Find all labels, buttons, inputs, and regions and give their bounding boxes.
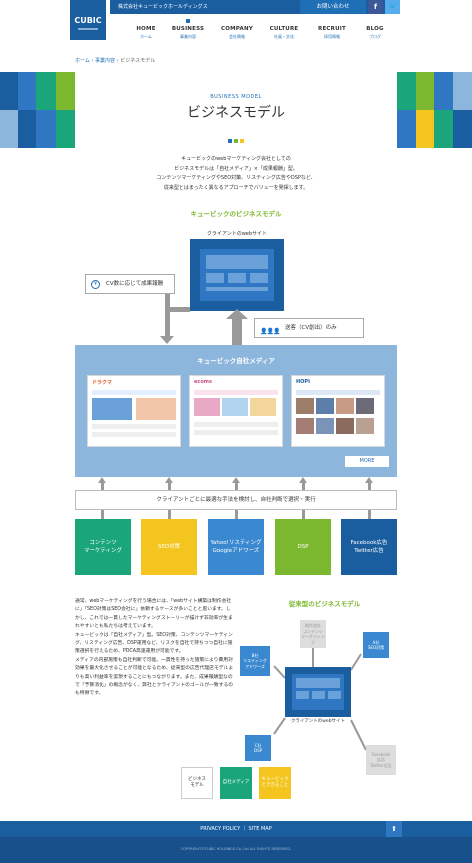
footer-copyright: COPYRIGHT©CUBIC HOLDINGS Co.,Ltd ALL RIG… <box>0 837 472 863</box>
client-site-label-2: クライアントのwebサイト <box>290 719 346 724</box>
nav-recruit[interactable]: RECRUIT 採用情報 <box>307 26 357 40</box>
nav-business-sub: 事業内容 <box>180 34 196 39</box>
page-title-box: BUSINESS MODEL ビジネスモデル <box>75 72 397 148</box>
tile-business-model[interactable]: ビジネスモデル <box>181 767 213 799</box>
title-dots <box>228 128 246 147</box>
leads-callout: 👤👤👤 送客（CV創出）のみ <box>254 318 364 338</box>
body-text: 通常、webマーケティングを行う場合には、「webサイト構築は制作会社に」「SE… <box>75 598 235 699</box>
node-listing-company: B社リスティングアドワーズ <box>240 646 270 676</box>
media-screenshot-3[interactable]: HOPI <box>291 375 385 447</box>
back-to-top-icon[interactable]: ⬆ <box>386 821 402 837</box>
breadcrumb-business[interactable]: 事業内容 <box>95 58 116 64</box>
body-paragraph: メディアの内部施策も自社判断で可能。一貫性を持った施策により費用対効果を最大化さ… <box>75 657 234 697</box>
nav-blog[interactable]: BLOG ブログ <box>350 26 400 40</box>
contact-button[interactable]: お問い合わせ <box>300 0 366 14</box>
section-heading-traditional: 従来型のビジネスモデル <box>288 600 361 608</box>
yen-icon: ¥ <box>91 280 100 289</box>
tile-own-media[interactable]: 自社メディア <box>220 767 252 799</box>
logo-text: CUBIC <box>74 16 102 25</box>
channel-content-marketing: コンテンツマーケティング <box>75 519 131 575</box>
media-screenshot-1[interactable]: ドラクマ <box>87 375 181 447</box>
traditional-connectors <box>273 632 367 751</box>
facebook-icon[interactable]: f <box>368 0 383 14</box>
own-media-panel: キュービック自社メディア ドラクマ ecoms HOPI MORE <box>75 345 397 477</box>
cv-reward-callout: ¥ CV数に応じて成果報酬 <box>85 274 175 294</box>
body-paragraph: 通常、webマーケティングを行う場合には、「webサイト構築は制作会社に」「SE… <box>75 599 233 630</box>
footer-links: PRIVACY POLICY ｜ SITE MAP <box>0 821 472 837</box>
leads-note: 送客（CV創出）のみ <box>285 325 337 331</box>
cv-note: CV数に応じて成果報酬 <box>106 281 164 287</box>
breadcrumb-home[interactable]: ホーム <box>75 58 90 64</box>
media-name: ドラクマ <box>92 380 113 386</box>
breadcrumb-sep: › <box>91 58 94 64</box>
nav-home[interactable]: HOME ホーム <box>121 26 171 40</box>
logo[interactable]: CUBIC <box>70 0 106 40</box>
nav-culture[interactable]: CULTURE 社風・文化 <box>259 26 309 40</box>
twitter-icon[interactable]: 🐦 <box>385 0 400 14</box>
node-production-company: 制作会社コンテンツマーケティング <box>300 620 326 648</box>
copyright-text: COPYRIGHT©CUBIC HOLDINGS Co.,Ltd ALL RIG… <box>180 847 292 851</box>
nav-recruit-label: RECRUIT <box>318 26 346 32</box>
intro-line: 従来型とはまったく異なるアプローチでバリューを発揮します。 <box>163 184 309 191</box>
channel-dsp: DSP <box>275 519 331 575</box>
nav-business[interactable]: BUSINESS 事業内容 <box>163 19 213 40</box>
company-name: 株式会社キュービックホールディングス <box>118 4 208 10</box>
body-paragraph: キュービックは「自社メディア」型。SEO対策、コンテンツマーケティング、リスティ… <box>75 632 233 655</box>
nav-home-sub: ホーム <box>140 34 152 39</box>
selection-bar: クライアントごとに最適な手法を検討し、自社判断で選択・実行 <box>75 490 397 510</box>
media-title: キュービック自社メディア <box>197 357 275 365</box>
more-button[interactable]: MORE <box>345 456 389 467</box>
media-name: ecoms <box>194 379 212 385</box>
page-title: ビジネスモデル <box>187 105 285 121</box>
nav-recruit-sub: 採用情報 <box>324 34 340 39</box>
active-indicator <box>186 19 190 23</box>
logo-divider <box>78 28 98 30</box>
nav-company-sub: 会社情報 <box>229 34 245 39</box>
nav-blog-label: BLOG <box>366 26 384 32</box>
nav-culture-sub: 社風・文化 <box>274 34 294 39</box>
nav-home-label: HOME <box>136 26 156 32</box>
nav-company-label: COMPANY <box>221 26 253 32</box>
page-title-en: BUSINESS MODEL <box>210 94 262 100</box>
section-heading: キュービックのビジネスモデル <box>190 210 282 218</box>
nav-culture-label: CULTURE <box>269 26 299 32</box>
media-name: HOPI <box>296 379 310 385</box>
breadcrumb: ホーム › 事業内容 › ビジネスモデル <box>75 57 155 64</box>
channel-seo: SEO対策 <box>141 519 197 575</box>
nav-company[interactable]: COMPANY 会社情報 <box>212 26 262 40</box>
nav-business-label: BUSINESS <box>171 26 205 32</box>
breadcrumb-sep: › <box>116 58 119 64</box>
intro-text: キュービックのwebマーケティング会社としての ビジネスモデルは「自社メディア」… <box>100 155 372 193</box>
client-site-label: クライアントのwebサイト <box>206 231 268 237</box>
media-screenshot-2[interactable]: ecoms <box>189 375 283 447</box>
people-icon: 👤👤👤 <box>260 328 280 335</box>
nav-blog-sub: ブログ <box>369 34 381 39</box>
site-header: 株式会社キュービックホールディングス お問い合わせ f 🐦 CUBIC HOME… <box>0 0 472 50</box>
intro-line: コンテンツマーケティングやSEO対策、リスティング広告やDSPなど、 <box>156 175 316 181</box>
client-site-illustration-2 <box>285 667 351 717</box>
intro-line: ビジネスモデルは「自社メディア」×「成果報酬」型。 <box>174 165 298 172</box>
footer-links-text[interactable]: PRIVACY POLICY ｜ SITE MAP <box>200 826 272 832</box>
breadcrumb-current: ビジネスモデル <box>120 58 156 64</box>
intro-line: キュービックのwebマーケティング会社としての <box>181 156 291 162</box>
client-site-illustration <box>190 239 284 311</box>
tile-what-we-do[interactable]: キュービックとできること <box>259 767 291 799</box>
